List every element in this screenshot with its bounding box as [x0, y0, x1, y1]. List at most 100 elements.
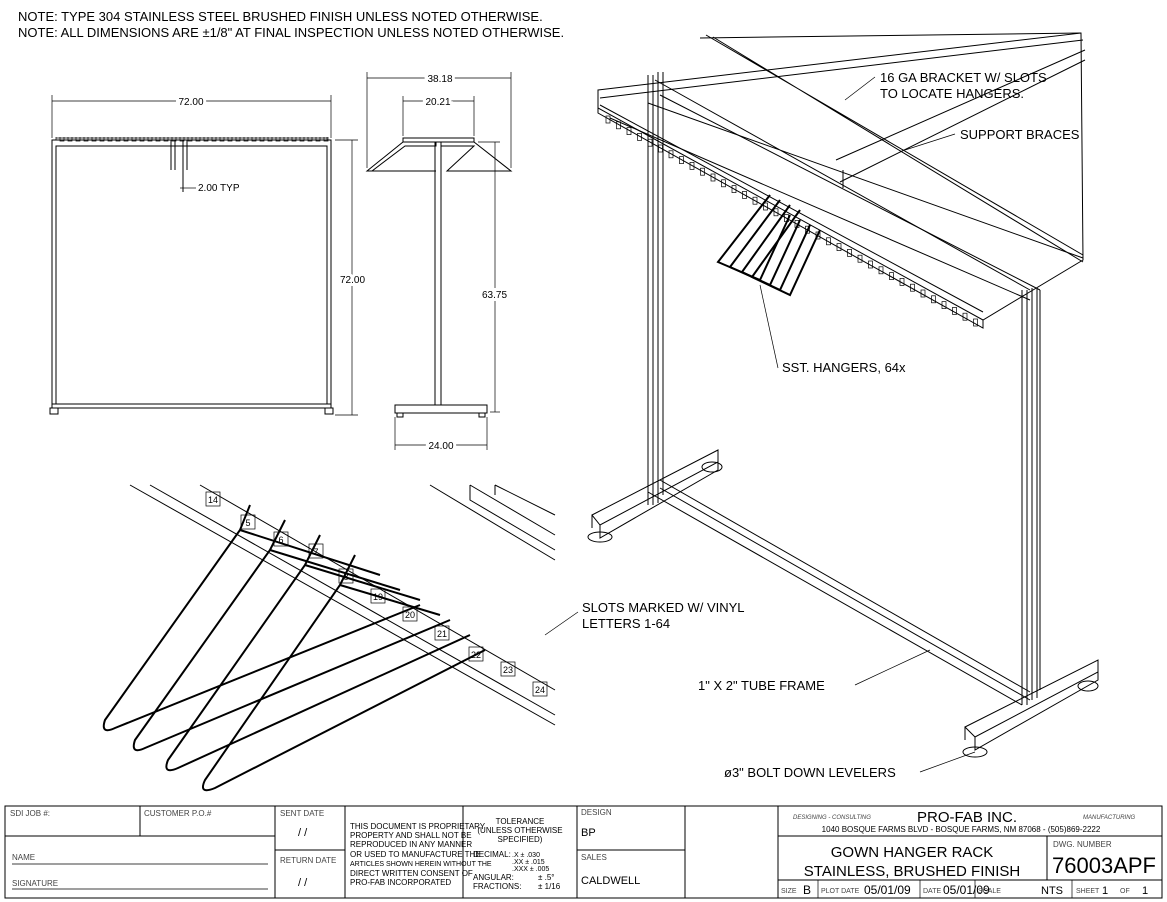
- slot-number-label: 19: [370, 588, 386, 604]
- slot: [251, 137, 257, 142]
- slot-label: [962, 312, 968, 321]
- of-value: 1: [1142, 885, 1148, 897]
- slot-label: [931, 295, 936, 304]
- slot: [163, 137, 169, 142]
- svg-text:20: 20: [405, 610, 415, 620]
- slot: [259, 137, 265, 142]
- slot-label: [868, 260, 873, 269]
- slot: [211, 137, 217, 142]
- callout-hangers: SST. HANGERS, 64x: [782, 360, 906, 375]
- slot: [107, 137, 113, 142]
- slot: [323, 137, 329, 142]
- slot-label: [710, 173, 716, 182]
- label-size: SIZE: [781, 888, 797, 895]
- slot-number-label: 20: [402, 606, 418, 622]
- slot: [235, 137, 241, 142]
- svg-text:19: 19: [373, 592, 383, 602]
- dim-side-overall: 38.18: [427, 74, 452, 85]
- callout-levelers: ø3" BOLT DOWN LEVELERS: [724, 765, 896, 780]
- drawing-title-1: GOWN HANGER RACK: [831, 844, 994, 861]
- slot: [299, 137, 305, 142]
- dwg-number: 76003APF: [1052, 853, 1156, 878]
- dim-slot-spacing: 2.00 TYP: [198, 183, 240, 194]
- slot-label: [805, 225, 810, 234]
- tolerance-title: SPECIFIED): [498, 835, 543, 844]
- date-value: 05/01/09: [943, 883, 990, 897]
- slot: [59, 137, 65, 142]
- slot-label: [647, 138, 653, 147]
- slot: [115, 137, 121, 142]
- slot-label: [700, 167, 705, 176]
- svg-text:23: 23: [503, 665, 513, 675]
- slot: [123, 137, 129, 142]
- slot-label: [857, 254, 863, 263]
- size-value: B: [803, 883, 811, 897]
- slot-number-label: 24: [532, 681, 548, 697]
- slot: [307, 137, 313, 142]
- slot: [203, 137, 209, 142]
- slot-label: [742, 191, 747, 199]
- slot: [171, 137, 177, 142]
- slot-label: [773, 208, 779, 217]
- slot: [83, 137, 89, 142]
- sheet-value: 1: [1102, 885, 1108, 897]
- slot-label: [752, 196, 758, 205]
- company-name: PRO-FAB INC.: [917, 809, 1017, 826]
- slot-number-label: 8: [338, 568, 354, 584]
- label-date: DATE: [923, 888, 941, 895]
- tolerance-title: (UNLESS OTHERWISE: [477, 826, 562, 835]
- note-1: NOTE: TYPE 304 STAINLESS STEEL BRUSHED F…: [18, 9, 543, 24]
- slot: [283, 137, 289, 142]
- scale-value: NTS: [1041, 885, 1063, 897]
- fractions-label: FRACTIONS:: [473, 882, 521, 891]
- label-sent-date: SENT DATE: [280, 809, 324, 818]
- callout-braces: SUPPORT BRACES: [960, 127, 1080, 142]
- detail-view: [102, 484, 556, 792]
- label-customer-po: CUSTOMER P.O.#: [144, 809, 212, 818]
- callout-bracket-2: TO LOCATE HANGERS.: [880, 86, 1024, 101]
- decimal-tol: .XX ± .015: [512, 859, 545, 866]
- slot: [275, 137, 281, 142]
- designing-consulting: DESIGNING - CONSULTING: [793, 815, 871, 821]
- proprietary-line: OR USED TO MANUFACTURE THE: [350, 850, 481, 859]
- angular-value: ± .5°: [538, 873, 554, 882]
- slot-label: [721, 179, 726, 188]
- slot: [179, 137, 185, 142]
- proprietary-notice: THIS DOCUMENT IS PROPRIETARY PROPERTY AN…: [350, 822, 492, 887]
- svg-text:21: 21: [437, 629, 447, 639]
- proprietary-line: ARTICLES SHOWN HEREIN WITHOUT THE: [350, 861, 492, 868]
- decimal-label: DECIMAL:: [473, 850, 511, 859]
- return-date: / /: [298, 877, 308, 889]
- svg-text:24: 24: [535, 685, 545, 695]
- callout-bracket-1: 16 GA BRACKET W/ SLOTS: [880, 70, 1047, 85]
- slot: [315, 137, 321, 142]
- slot-label: [668, 150, 674, 159]
- slot: [155, 137, 161, 142]
- label-plot-date: PLOT DATE: [821, 888, 860, 895]
- slot-label: [836, 243, 842, 251]
- front-view: 72.00 2.00 TYP 72.00: [49, 94, 368, 416]
- proprietary-line: PROPERTY AND SHALL NOT BE: [350, 831, 472, 840]
- slot-label: [679, 156, 684, 164]
- slot-label: [889, 272, 894, 280]
- slot: [291, 137, 297, 142]
- note-2: NOTE: ALL DIMENSIONS ARE ±1/8" AT FINAL …: [18, 25, 564, 40]
- slot: [131, 137, 137, 142]
- company-address: 1040 BOSQUE FARMS BLVD - BOSQUE FARMS, N…: [822, 825, 1101, 834]
- slot: [75, 137, 81, 142]
- isometric-view: [544, 32, 1099, 773]
- slot: [147, 137, 153, 142]
- decimal-tol: .X ± .030: [512, 852, 540, 859]
- slot-label: [763, 202, 768, 211]
- side-view: 38.18 20.21 63.75 24.00: [365, 71, 513, 455]
- sales-value: CALDWELL: [581, 875, 640, 887]
- slot: [99, 137, 105, 142]
- sent-date: / /: [298, 827, 308, 839]
- slot: [227, 137, 233, 142]
- slot-label: [731, 185, 737, 193]
- label-design: DESIGN: [581, 808, 612, 817]
- slot-number-label: 23: [500, 661, 516, 677]
- fractions-value: ± 1/16: [538, 882, 561, 891]
- decimal-tol: .XXX ± .005: [512, 866, 549, 873]
